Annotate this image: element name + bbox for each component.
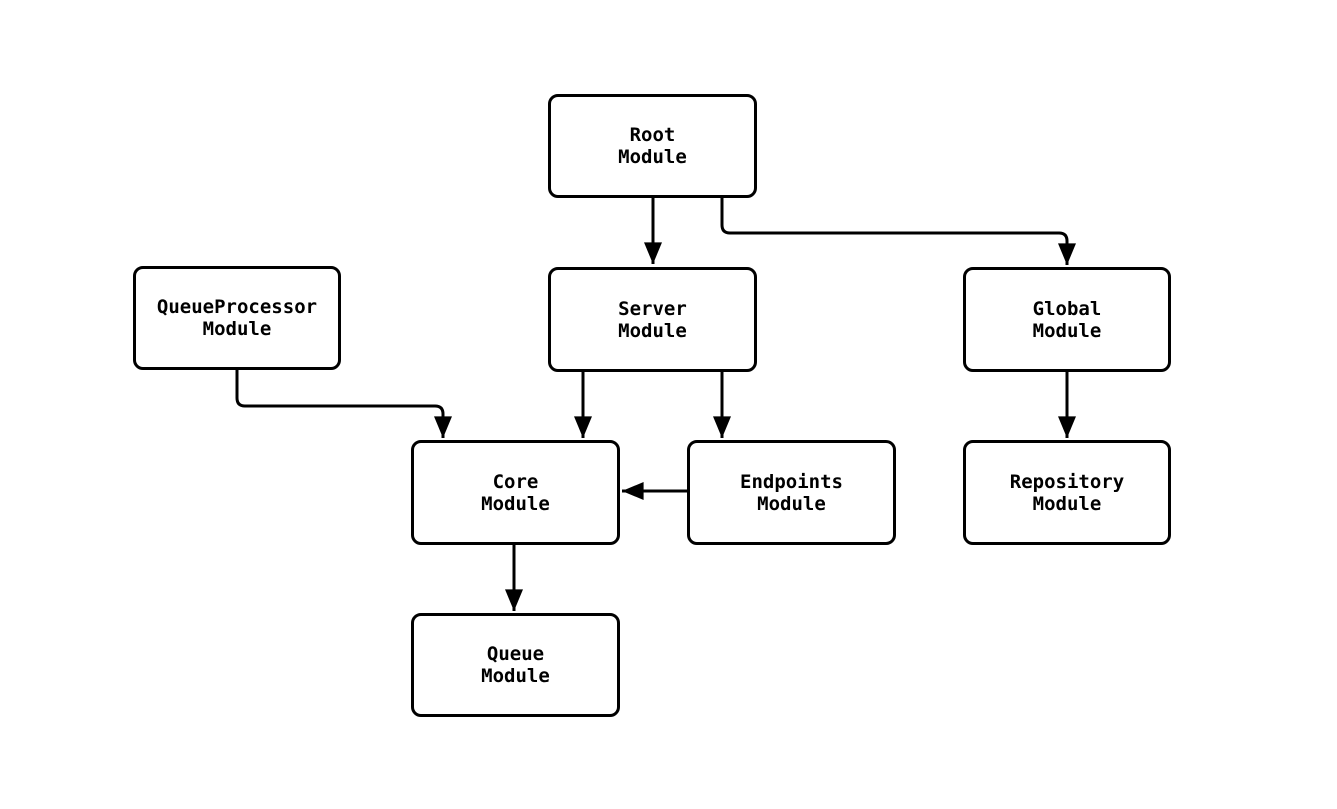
node-label-global-module: Global Module: [1032, 297, 1102, 342]
node-label-core-module: Core Module: [481, 470, 550, 515]
node-endpoints-module: Endpoints Module: [687, 440, 896, 545]
node-label-queueprocessor-module: QueueProcessor Module: [156, 296, 318, 340]
node-root-module: Root Module: [548, 94, 757, 198]
node-queue-module: Queue Module: [411, 613, 620, 717]
node-label-queue-module: Queue Module: [481, 643, 550, 687]
node-repository-module: Repository Module: [963, 440, 1171, 545]
node-core-module: Core Module: [411, 440, 620, 545]
node-global-module: Global Module: [963, 267, 1171, 372]
node-label-server-module: Server Module: [618, 297, 687, 342]
edge-queueprocessor-module-to-core-module: [235, 370, 452, 438]
node-label-root-module: Root Module: [618, 124, 687, 168]
node-label-endpoints-module: Endpoints Module: [740, 470, 843, 515]
node-server-module: Server Module: [548, 267, 757, 372]
edge-root-module-to-global-module: [720, 198, 1076, 265]
node-queueprocessor-module: QueueProcessor Module: [133, 266, 341, 370]
node-label-repository-module: Repository Module: [1009, 470, 1125, 515]
